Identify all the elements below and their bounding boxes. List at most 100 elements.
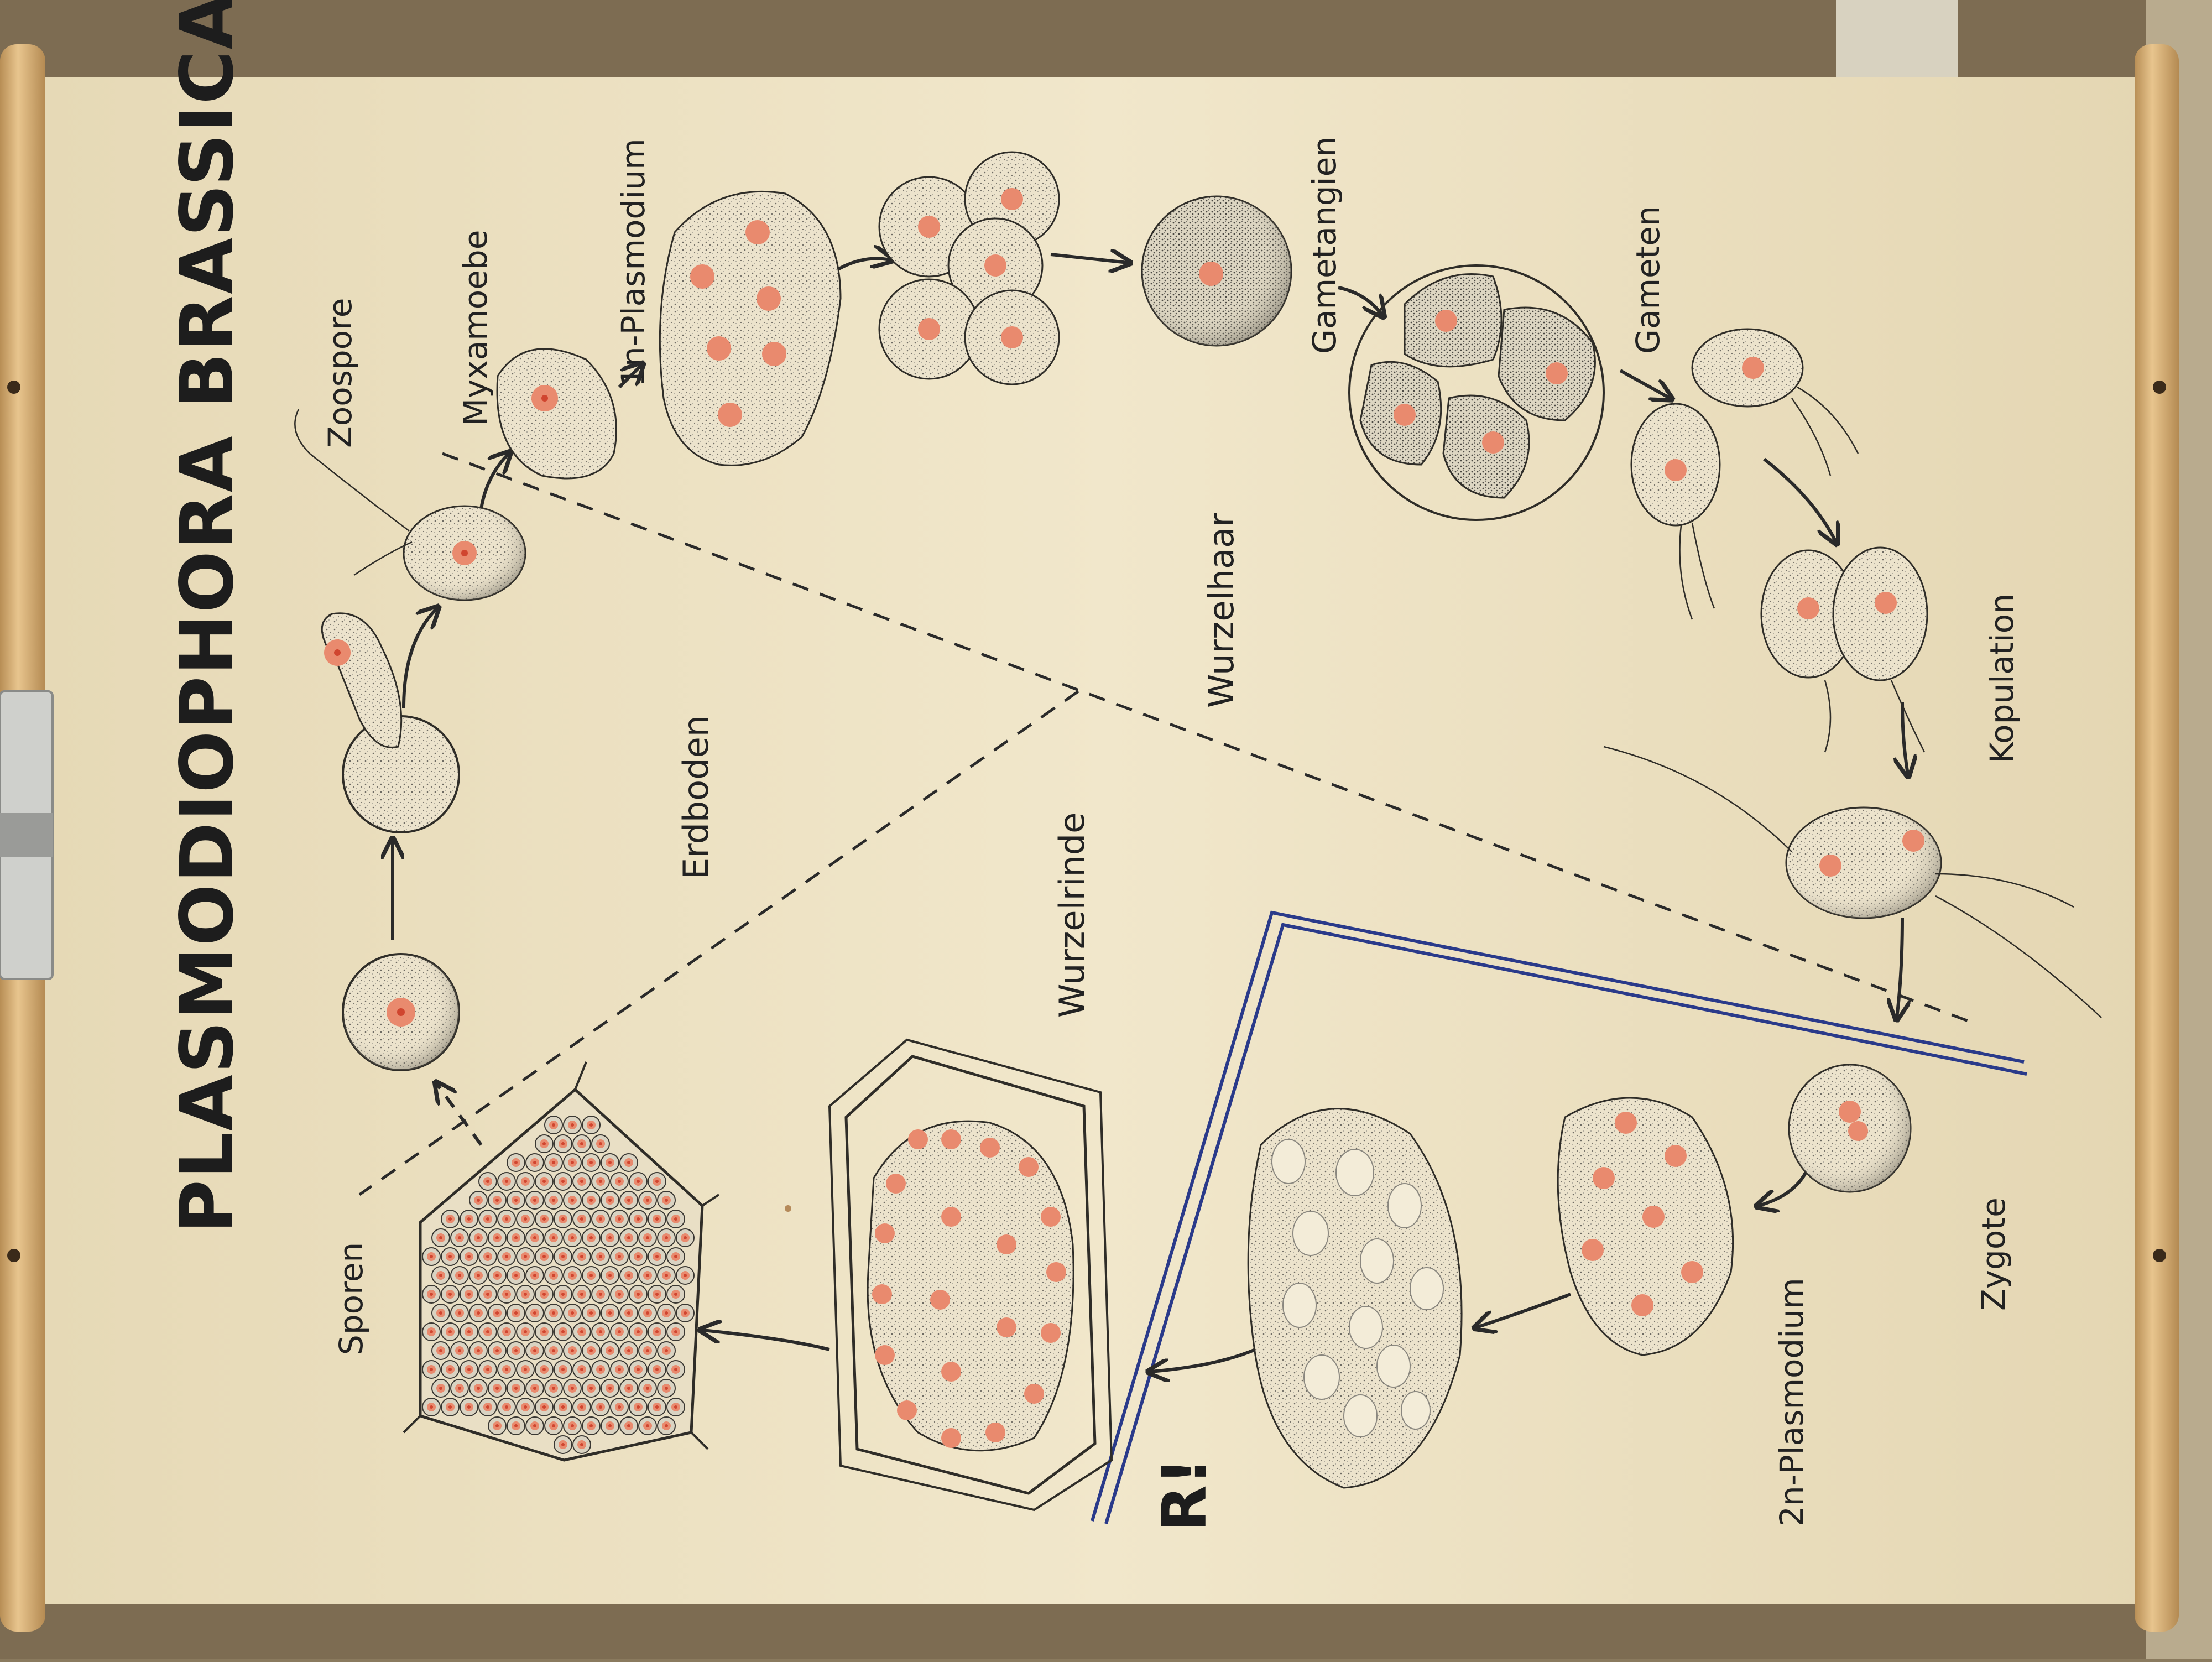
- spore: [591, 1247, 610, 1266]
- spore: [666, 1247, 685, 1266]
- spore: [638, 1191, 657, 1210]
- spore: [554, 1360, 572, 1379]
- spore: [666, 1210, 685, 1228]
- hanger-hole-bottom-left: [7, 1249, 20, 1262]
- cycle-arrows: [393, 254, 1908, 1372]
- arrow-myxamoebe-to-plasmodium: [618, 365, 641, 389]
- spore: [535, 1398, 554, 1416]
- spore: [535, 1322, 554, 1341]
- spore: [629, 1285, 648, 1304]
- spore: [478, 1172, 497, 1191]
- gametangium-precursor: [1141, 195, 1292, 347]
- spore: [516, 1247, 535, 1266]
- spore: [619, 1266, 638, 1285]
- spore: [629, 1247, 648, 1266]
- spore: [591, 1210, 610, 1228]
- spore: [544, 1379, 563, 1398]
- label-wurzelhaar: Wurzelhaar: [1201, 513, 1241, 708]
- arrow-sporen-to-spore: [437, 1084, 483, 1146]
- spore: [450, 1341, 469, 1360]
- spore: [563, 1416, 582, 1435]
- spore: [572, 1435, 591, 1454]
- spore: [544, 1116, 563, 1134]
- spore: [676, 1304, 695, 1322]
- spore: [488, 1416, 507, 1435]
- spore: [516, 1172, 535, 1191]
- spore: [563, 1228, 582, 1247]
- spore: [591, 1134, 610, 1153]
- spore: [591, 1398, 610, 1416]
- spore: [554, 1322, 572, 1341]
- spore: [554, 1210, 572, 1228]
- nuclei: [690, 220, 786, 427]
- spore: [441, 1398, 460, 1416]
- boundary-erdboden-wurzelhaar: [442, 452, 1975, 1025]
- spore: [582, 1116, 601, 1134]
- arrow-fused-to-zygote: [1897, 918, 1902, 1018]
- arrow-zoospore-to-myxamoebe: [479, 454, 509, 509]
- spore: [582, 1341, 601, 1360]
- spore: [497, 1172, 516, 1191]
- spore: [431, 1228, 450, 1247]
- spore: [450, 1379, 469, 1398]
- label-1n-plasmodium: 1n-Plasmodium: [614, 138, 652, 387]
- label-wurzelrinde: Wurzelrinde: [1052, 812, 1092, 1018]
- spore: [563, 1153, 582, 1172]
- arrow-cluster-to-sphere: [1050, 254, 1128, 263]
- spore: [488, 1266, 507, 1285]
- spore: [554, 1435, 572, 1454]
- spore: [544, 1416, 563, 1435]
- spore: [648, 1360, 666, 1379]
- spore: [638, 1304, 657, 1322]
- spore: [554, 1247, 572, 1266]
- spore: [648, 1322, 666, 1341]
- spore: [488, 1304, 507, 1322]
- spore: [488, 1341, 507, 1360]
- spore: [638, 1266, 657, 1285]
- spore: [516, 1398, 535, 1416]
- label-gameten: Gameten: [1629, 206, 1667, 354]
- spore: [582, 1266, 601, 1285]
- flagellum: [294, 409, 410, 532]
- spore: [441, 1360, 460, 1379]
- plasmogamy-cell: [1603, 746, 2102, 1018]
- spore: [422, 1360, 441, 1379]
- spore: [601, 1416, 619, 1435]
- label-zygote: Zygote: [1975, 1197, 2012, 1311]
- spore: [460, 1285, 478, 1304]
- cluster-cell: [964, 289, 1060, 385]
- spore: [648, 1285, 666, 1304]
- spore: [601, 1341, 619, 1360]
- spore: [554, 1172, 572, 1191]
- spore: [488, 1228, 507, 1247]
- spore: [431, 1379, 450, 1398]
- gamete-cell: [1442, 394, 1530, 499]
- spore: [422, 1322, 441, 1341]
- label-myxamoebe: Myxamoebe: [457, 230, 494, 426]
- spore: [572, 1398, 591, 1416]
- gamete-cell: [1498, 306, 1596, 421]
- label-2n-plasmodium: 2n-Plasmodium: [1773, 1278, 1811, 1526]
- spore: [563, 1304, 582, 1322]
- 2n-plasmodium: [1557, 1097, 1734, 1356]
- spore: [572, 1172, 591, 1191]
- spore: [638, 1416, 657, 1435]
- arrow-kopulation-to-zygote-cell: [1902, 702, 1908, 774]
- spore: [469, 1304, 488, 1322]
- spore: [648, 1247, 666, 1266]
- spore: [619, 1191, 638, 1210]
- spore: [629, 1398, 648, 1416]
- boundary-erdboden-wurzelrinde: [358, 690, 1079, 1196]
- spore: [563, 1341, 582, 1360]
- hanger-hole-top-left: [7, 381, 20, 394]
- spore: [450, 1266, 469, 1285]
- spore: [441, 1247, 460, 1266]
- 1n-plasmodium: [659, 190, 842, 466]
- spore: [572, 1285, 591, 1304]
- spore: [657, 1191, 676, 1210]
- spore: [507, 1266, 525, 1285]
- spore: [601, 1379, 619, 1398]
- spore: [544, 1153, 563, 1172]
- spore: [648, 1398, 666, 1416]
